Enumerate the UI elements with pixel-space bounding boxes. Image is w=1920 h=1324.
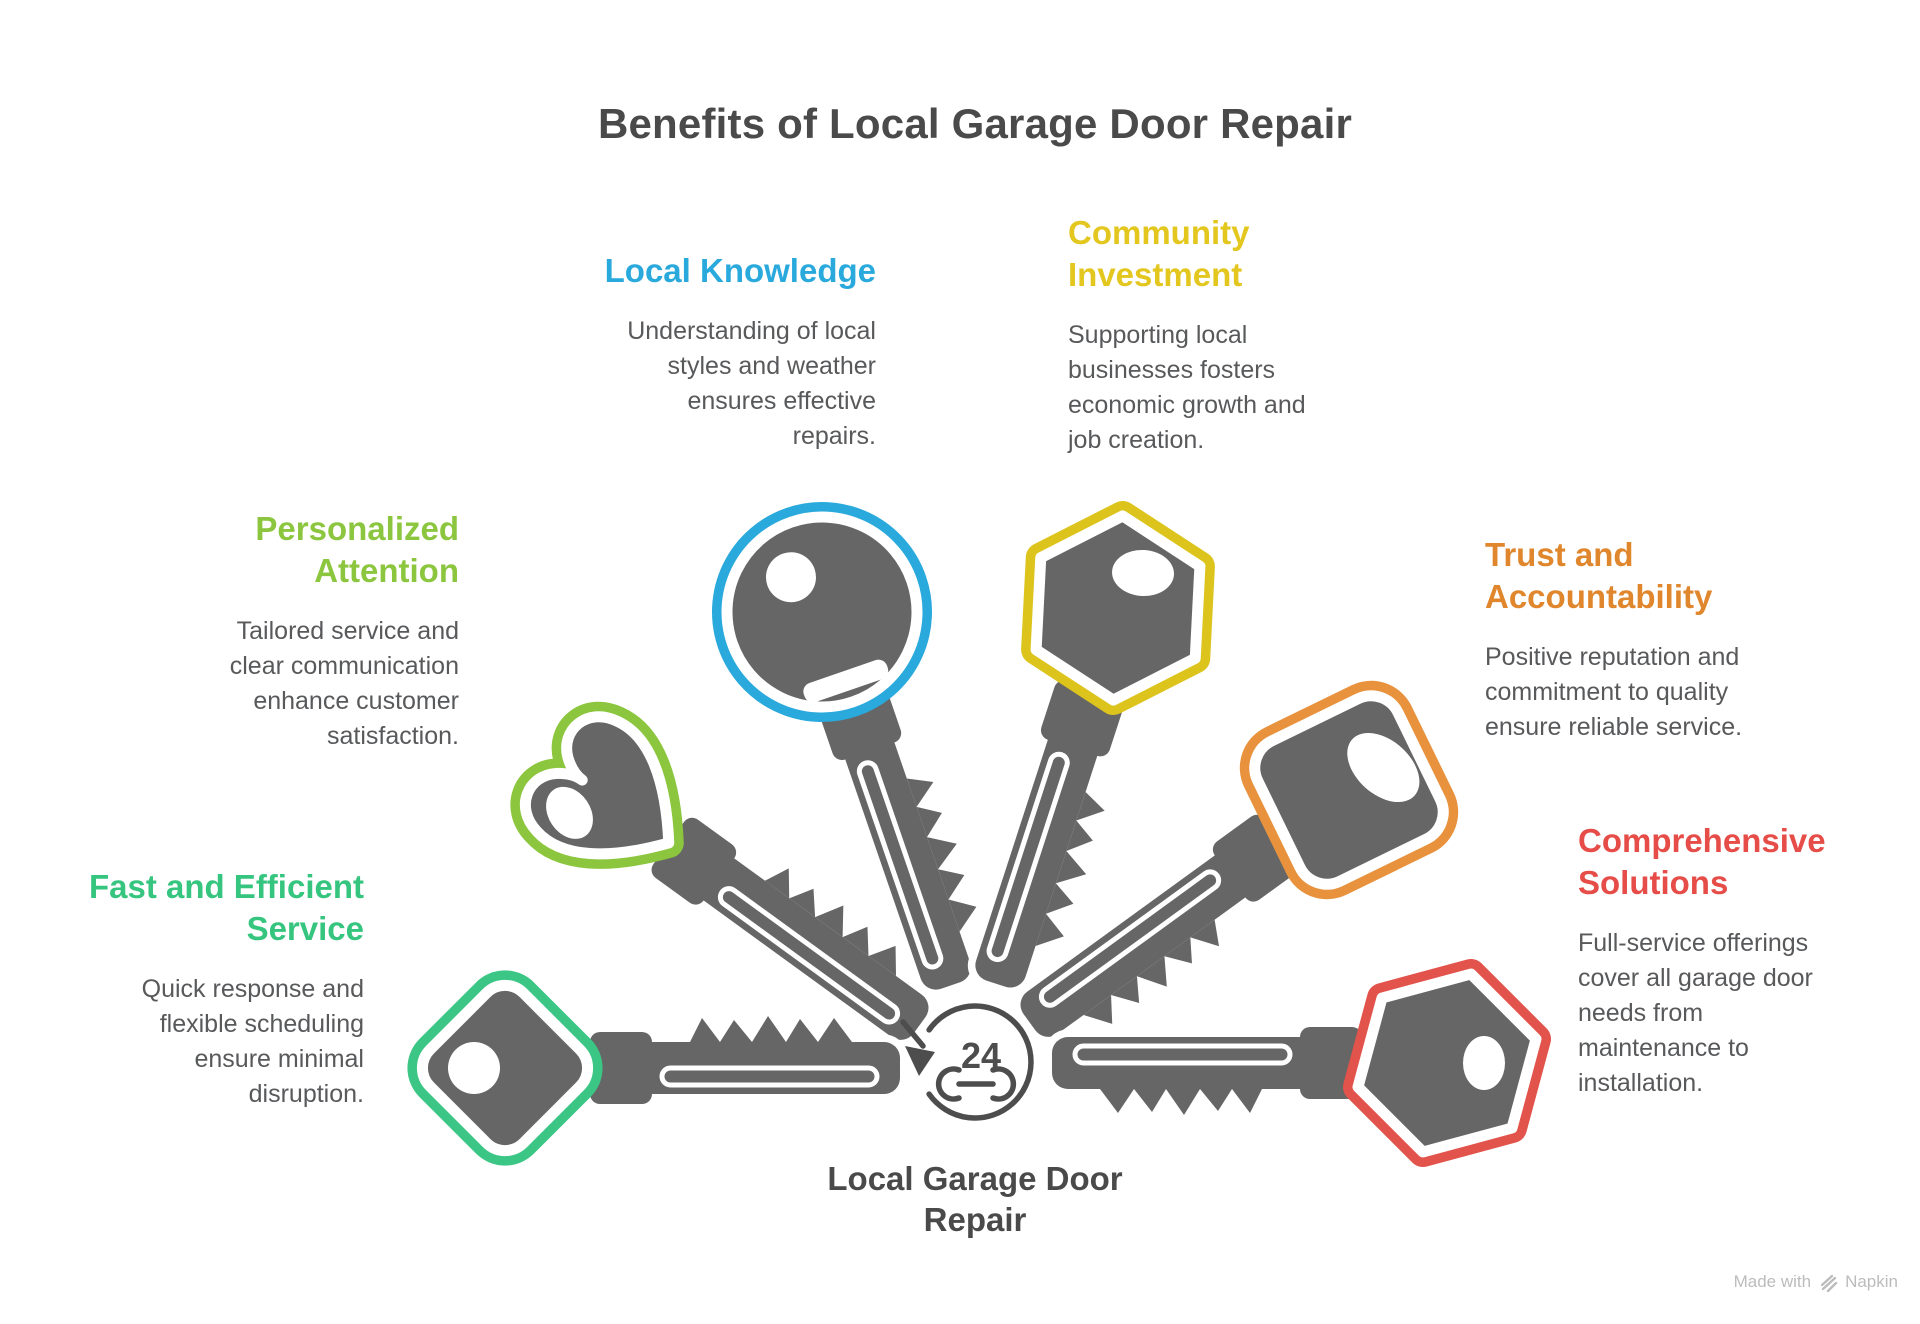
benefit-description: Supporting local businesses fosters econ… [1068, 321, 1306, 454]
arrow-head [905, 1046, 935, 1076]
key-icon-local-knowledge [712, 502, 1074, 1053]
benefit-description: Understanding of local styles and weathe… [627, 317, 876, 450]
made-with-napkin: Made with Napkin [1734, 1272, 1898, 1292]
benefit-heading: Local Knowledge [604, 252, 876, 289]
key-icon-personalized-attention [510, 701, 1014, 1140]
benefit-community-investment: Community Investment Supporting local bu… [1068, 212, 1388, 458]
benefit-heading: Trust and Accountability [1485, 536, 1713, 615]
24-hour-service-icon: 24 [900, 1003, 1034, 1121]
key-icon-fast-and-efficient-service [407, 970, 930, 1166]
benefit-personalized-attention: Personalized Attention Tailored service … [139, 508, 459, 754]
key-icon-community-investment [873, 500, 1215, 1050]
benefit-local-knowledge: Local Knowledge Understanding of local s… [556, 250, 876, 454]
wrench-icon [935, 1066, 1017, 1102]
benefit-description: Positive reputation and commitment to qu… [1485, 643, 1743, 741]
benefit-heading: Community Investment [1068, 214, 1250, 293]
center-label: Local Garage Door Repair [827, 1160, 1123, 1238]
key-icon-trust-and-accountability [935, 680, 1459, 1137]
benefit-heading: Fast and Efficient Service [88, 868, 364, 947]
arrow-tail [900, 1019, 926, 1049]
benefit-trust-and-accountability: Trust and Accountability Positive reputa… [1485, 534, 1815, 745]
made-with-text: Made with [1733, 1272, 1812, 1291]
key-icon-comprehensive-solutions [1022, 959, 1551, 1167]
benefit-heading: Comprehensive Solutions [1578, 822, 1826, 901]
benefit-description: Quick response and flexible scheduling e… [141, 975, 364, 1108]
benefit-comprehensive-solutions: Comprehensive Solutions Full-service off… [1578, 820, 1888, 1101]
page-title: Benefits of Local Garage Door Repair [597, 100, 1353, 147]
benefit-description: Tailored service and clear communication… [229, 617, 459, 750]
circular-arrow-arc [926, 1003, 1034, 1121]
benefit-heading: Personalized Attention [255, 510, 459, 589]
napkin-brand-text: Napkin [1845, 1272, 1898, 1291]
benefit-fast-and-efficient-service: Fast and Efficient Service Quick respons… [44, 866, 364, 1112]
napkin-logo-icon [1820, 1274, 1838, 1292]
benefit-description: Full-service offerings cover all garage … [1578, 929, 1813, 1097]
